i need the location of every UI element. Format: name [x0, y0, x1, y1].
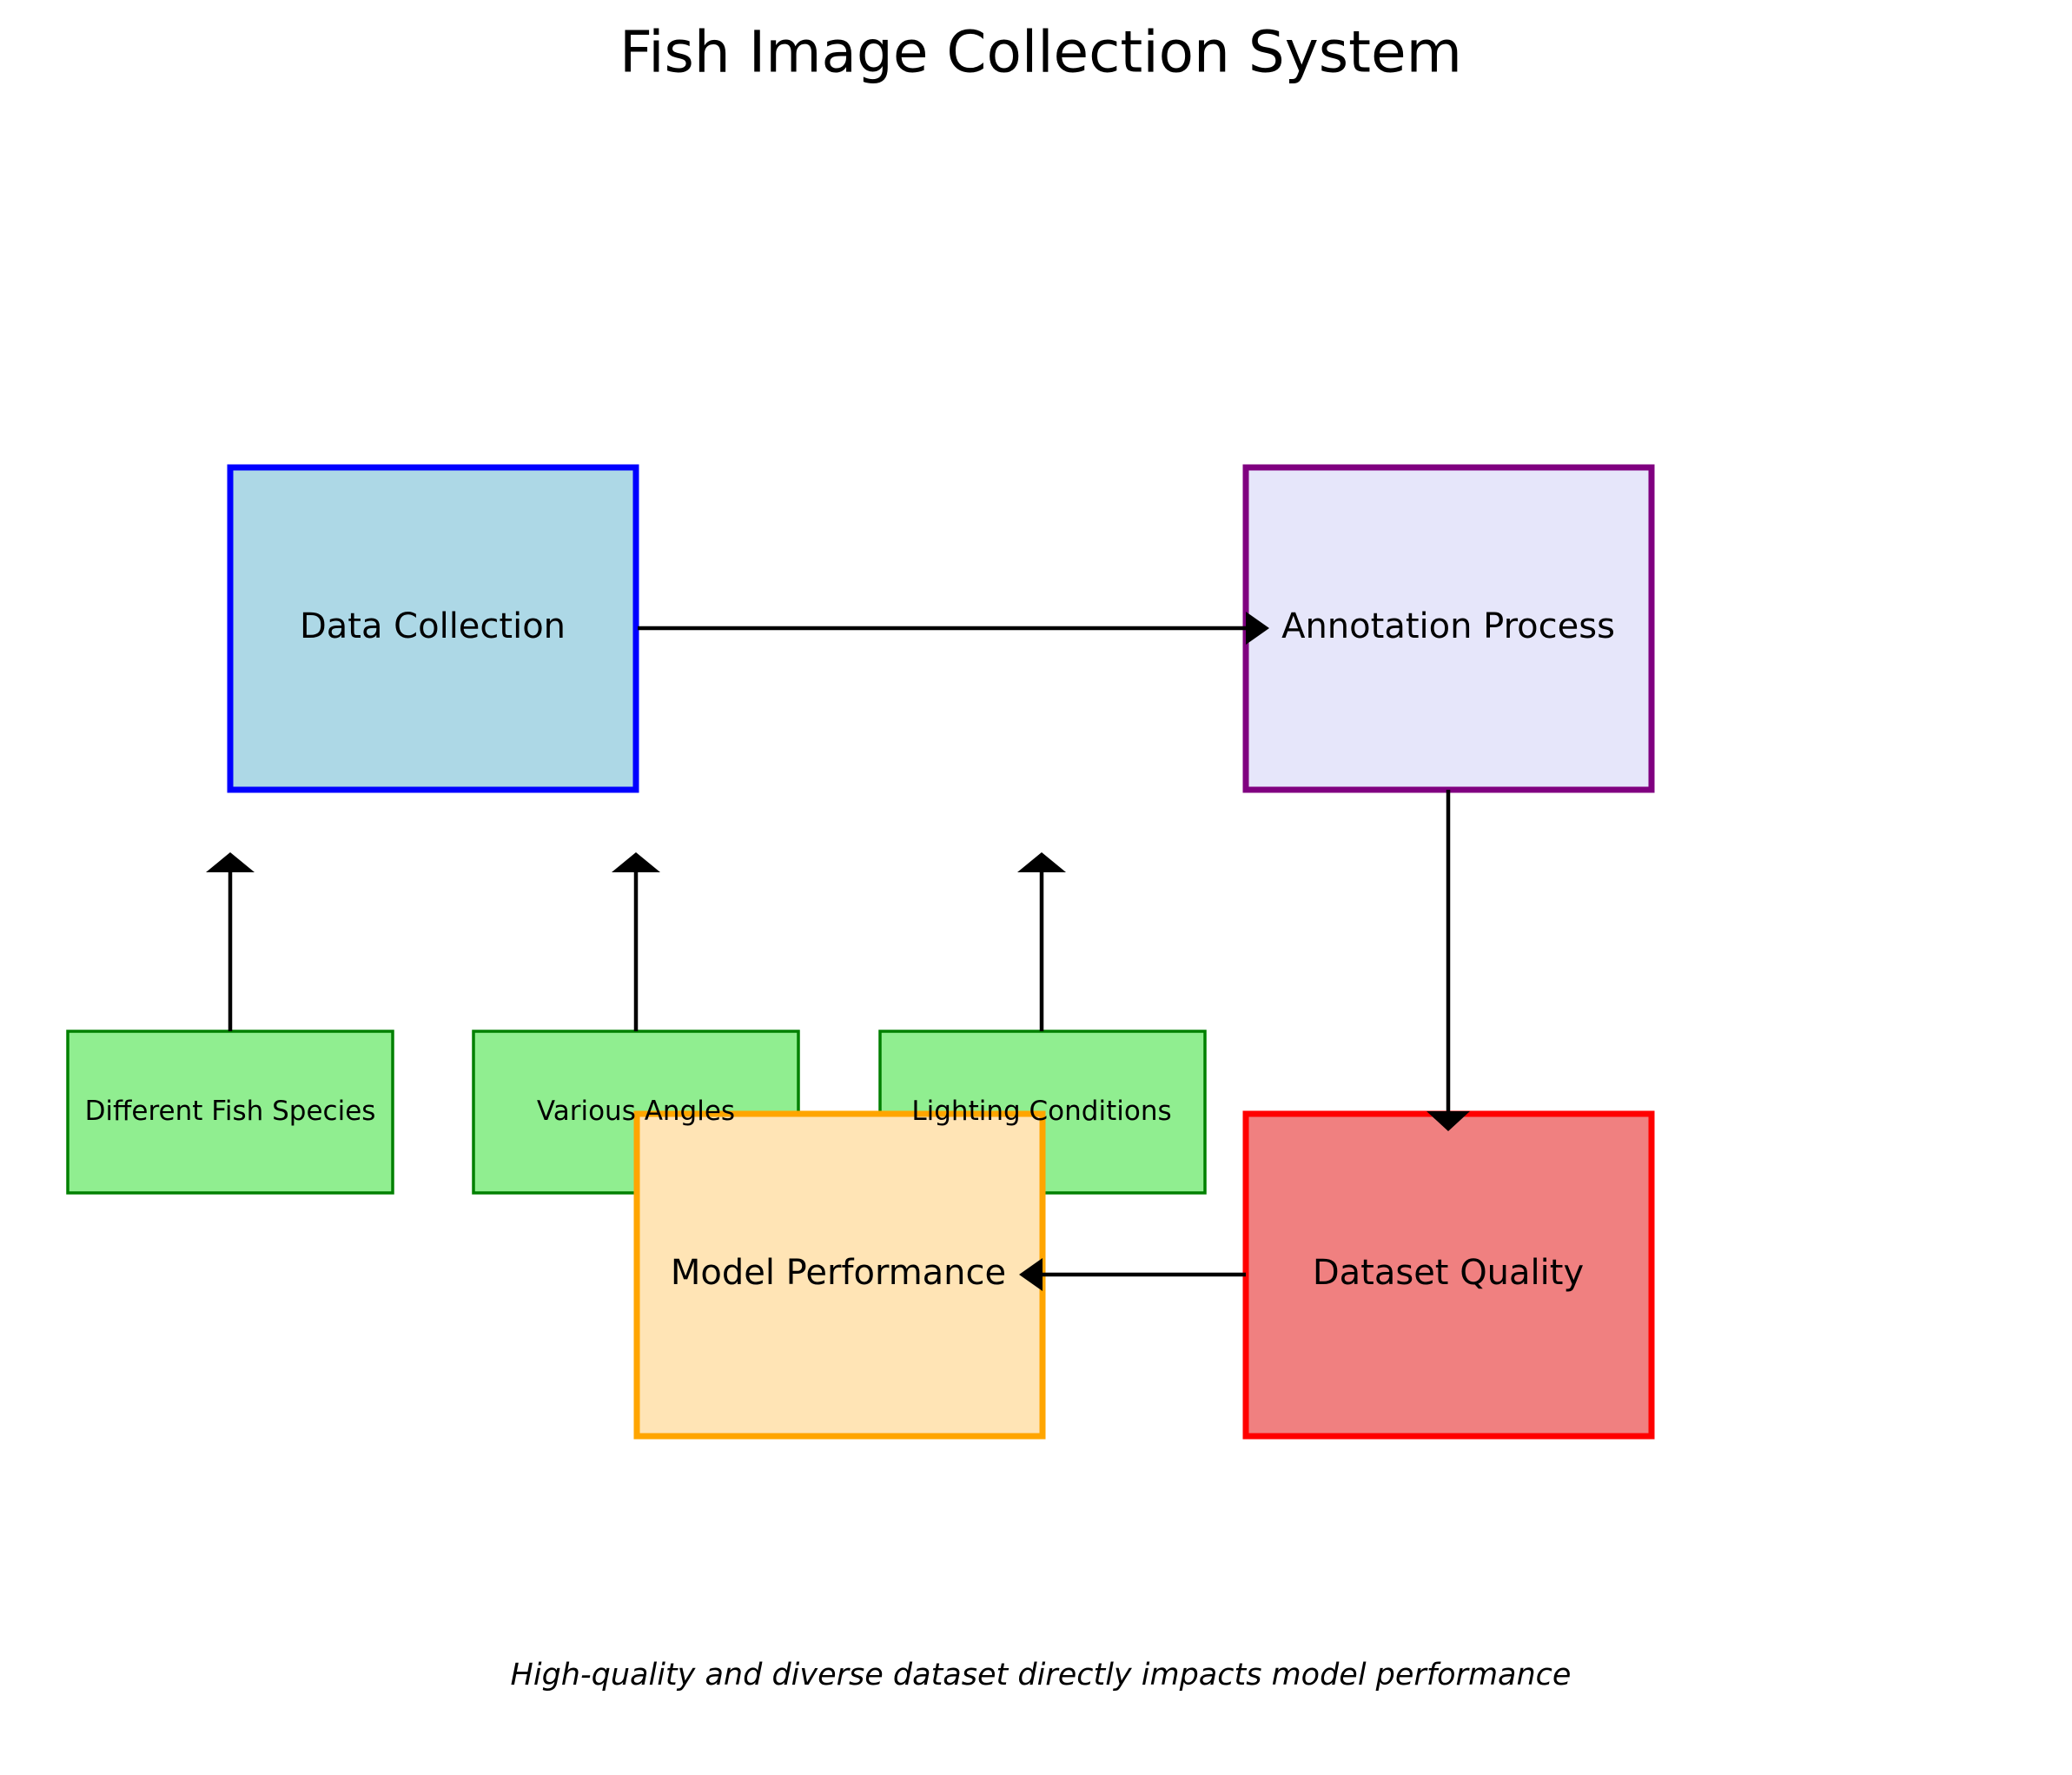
arrowhead-fish-species	[206, 852, 255, 872]
arrowhead-lighting	[1017, 852, 1066, 872]
arrowhead-quality	[1427, 1111, 1470, 1131]
dataset-quality-label: Dataset Quality	[1313, 1253, 1584, 1293]
various-angles-label: Various Angles	[537, 1096, 735, 1127]
model-performance-label: Model Performance	[671, 1253, 1006, 1293]
diagram-title: Fish Image Collection System	[619, 19, 1462, 86]
arrowhead-various-angles	[612, 852, 660, 872]
lighting-conditions-label: Lighting Conditions	[911, 1096, 1171, 1127]
arrowhead-annotation	[1246, 612, 1269, 645]
fish-species-label: Different Fish Species	[85, 1096, 376, 1127]
data-collection-label: Data Collection	[300, 606, 566, 646]
data-collection-box	[227, 464, 639, 793]
model-performance-box	[633, 1110, 1046, 1440]
annotation-process-label: Annotation Process	[1281, 606, 1615, 646]
diagram-caption: High-quality and diverse dataset directl…	[511, 1658, 1572, 1692]
fish-species-box	[66, 1030, 394, 1195]
arrowhead-model	[1019, 1258, 1043, 1291]
